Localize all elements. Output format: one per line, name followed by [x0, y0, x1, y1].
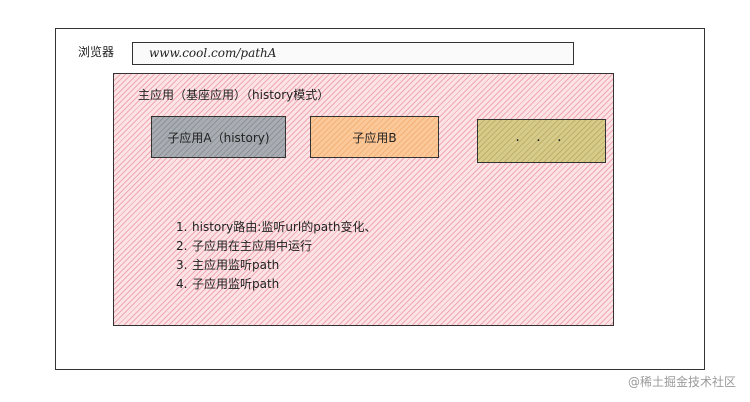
step-item: 2. 子应用在主应用中运行	[176, 237, 376, 256]
main-app-container	[113, 73, 614, 326]
step-number: 2.	[176, 239, 188, 253]
sub-app-a: 子应用A（history)	[151, 116, 286, 158]
watermark: @稀土掘金技术社区	[627, 375, 736, 389]
address-bar: www.cool.com/pathA	[132, 42, 574, 65]
step-number: 4.	[176, 277, 188, 291]
step-item: 1. history路由:监听url的path变化、	[176, 218, 376, 237]
step-text: history路由:监听url的path变化、	[192, 220, 377, 234]
step-item: 4. 子应用监听path	[176, 275, 376, 294]
step-number: 3.	[176, 258, 188, 272]
step-text: 主应用监听path	[192, 258, 280, 272]
step-text: 子应用监听path	[192, 277, 280, 291]
steps-list: 1. history路由:监听url的path变化、 2. 子应用在主应用中运行 3…	[176, 218, 376, 294]
browser-label: 浏览器	[78, 45, 115, 59]
sub-app-more: · · ·	[477, 119, 606, 163]
main-app-title: 主应用（基座应用）（history模式）	[138, 88, 330, 102]
step-item: 3. 主应用监听path	[176, 256, 376, 275]
sub-app-b-label: 子应用B	[352, 130, 397, 145]
address-url: www.cool.com/pathA	[149, 46, 277, 60]
step-text: 子应用在主应用中运行	[192, 239, 313, 253]
step-number: 1.	[176, 220, 188, 234]
sub-app-more-label: · · ·	[515, 133, 568, 149]
sub-app-a-label: 子应用A（history)	[167, 130, 270, 145]
sub-app-b: 子应用B	[310, 116, 439, 158]
